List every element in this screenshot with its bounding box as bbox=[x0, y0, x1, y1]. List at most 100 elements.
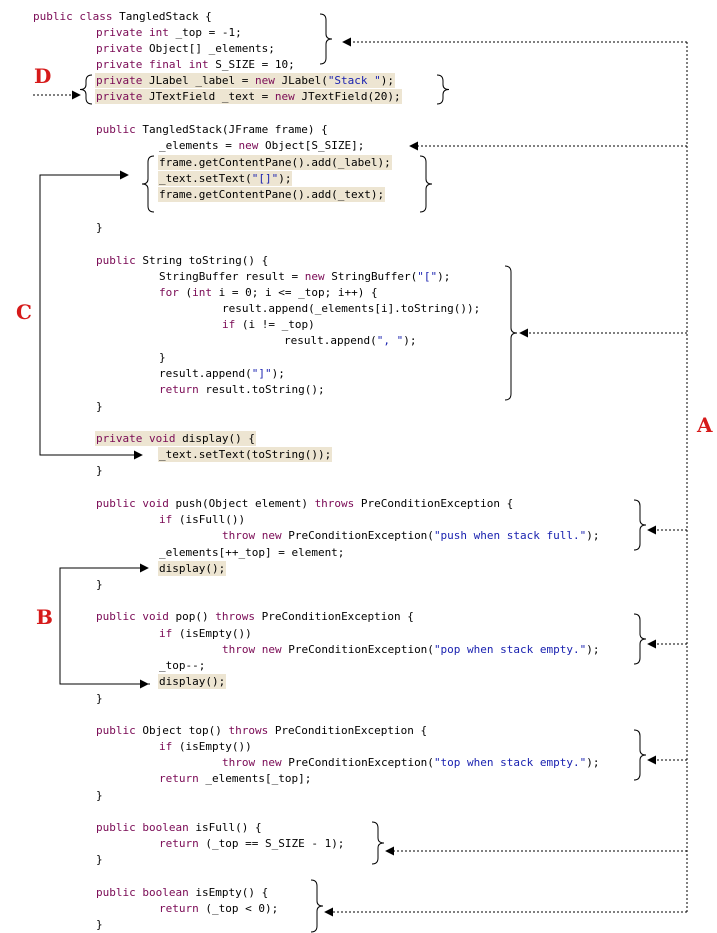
highlight-l30 bbox=[158, 561, 226, 576]
keyword-token: public boolean bbox=[96, 886, 196, 899]
code-line-l36: display(); bbox=[159, 675, 225, 689]
code-token: frame.getContentPane().add(_text); bbox=[159, 188, 385, 201]
code-token: _elements[++_top] = element; bbox=[159, 546, 345, 559]
code-line-l03: private Object[] _elements; bbox=[96, 42, 275, 56]
code-line-l14: StringBuffer result = new StringBuffer("… bbox=[159, 270, 450, 284]
code-line-l31: } bbox=[96, 578, 103, 592]
brace-d-right bbox=[436, 74, 450, 105]
label-d: D bbox=[34, 64, 52, 88]
code-token: push(Object element) bbox=[175, 497, 315, 510]
label-c: C bbox=[16, 300, 32, 324]
string-token: "Stack " bbox=[327, 74, 381, 87]
code-token: _elements[_top]; bbox=[205, 772, 312, 785]
connector-b-loop bbox=[59, 563, 150, 685]
code-token: PreConditionException( bbox=[288, 643, 434, 656]
code-token: TangledStack { bbox=[119, 10, 212, 23]
code-token: } bbox=[96, 578, 103, 591]
keyword-token: private void bbox=[96, 432, 183, 445]
keyword-token: public bbox=[96, 724, 143, 737]
code-token: i = 0; i <= _top; i++) { bbox=[218, 286, 378, 299]
code-token: result.append( bbox=[159, 367, 252, 380]
highlight-l23 bbox=[95, 431, 256, 446]
keyword-token: throw new bbox=[222, 529, 289, 542]
code-token: PreConditionException( bbox=[288, 529, 434, 542]
code-token: (isEmpty()) bbox=[178, 627, 252, 640]
code-token: isFull() { bbox=[195, 821, 262, 834]
code-line-l07: public TangledStack(JFrame frame) { bbox=[96, 123, 328, 137]
keyword-token: throws bbox=[228, 724, 275, 737]
keyword-token: throws bbox=[314, 497, 361, 510]
code-token: } bbox=[159, 351, 166, 364]
code-token: JTextField _text = bbox=[148, 90, 275, 103]
code-token: isEmpty() { bbox=[195, 886, 269, 899]
code-token: ); bbox=[403, 334, 417, 347]
highlight-l24 bbox=[158, 447, 332, 462]
keyword-token: if bbox=[222, 318, 242, 331]
code-token: _top = -1; bbox=[175, 26, 242, 39]
string-token: "[" bbox=[417, 270, 438, 283]
keyword-token: public bbox=[96, 123, 143, 136]
code-line-l44: return (_top == S_SIZE - 1); bbox=[159, 837, 344, 851]
keyword-token: private bbox=[96, 90, 149, 103]
code-line-l25: } bbox=[96, 464, 103, 478]
highlight-l05 bbox=[95, 73, 395, 88]
keyword-token: new bbox=[254, 74, 282, 87]
code-token: (isFull()) bbox=[178, 513, 246, 526]
highlight-l06 bbox=[95, 89, 402, 104]
keyword-token: return bbox=[159, 837, 206, 850]
code-line-l43: public boolean isFull() { bbox=[96, 821, 262, 835]
code-token: } bbox=[96, 400, 103, 413]
keyword-token: throw new bbox=[222, 643, 289, 656]
code-token: ); bbox=[586, 756, 600, 769]
brace-d-left bbox=[79, 74, 93, 105]
brace-pop-check bbox=[633, 613, 647, 665]
code-line-l46: public boolean isEmpty() { bbox=[96, 886, 268, 900]
keyword-token: if bbox=[159, 627, 179, 640]
code-line-l30: display(); bbox=[159, 562, 225, 576]
keyword-token: throws bbox=[215, 610, 262, 623]
connector-c-loop bbox=[39, 170, 142, 456]
code-token: result.append(_elements[i].toString()); bbox=[222, 302, 481, 315]
code-line-l33: if (isEmpty()) bbox=[159, 627, 252, 641]
brace-fields bbox=[319, 13, 333, 65]
code-token: } bbox=[96, 789, 103, 802]
code-token: TangledStack(JFrame frame) { bbox=[142, 123, 328, 136]
code-token: (i != _top) bbox=[241, 318, 315, 331]
code-line-l05: private JLabel _label = new JLabel("Stac… bbox=[96, 74, 394, 88]
code-token: display() { bbox=[182, 432, 255, 445]
code-token: ); bbox=[437, 270, 451, 283]
brace-group bbox=[79, 13, 647, 933]
code-token: PreConditionException( bbox=[288, 756, 434, 769]
code-line-l17: if (i != _top) bbox=[222, 318, 315, 332]
code-line-l01: public class TangledStack { bbox=[33, 10, 212, 24]
code-token: JLabel _label = bbox=[148, 74, 255, 87]
code-token: Object[] _elements; bbox=[148, 42, 275, 55]
keyword-token: return bbox=[159, 383, 206, 396]
code-line-l39: if (isEmpty()) bbox=[159, 740, 252, 754]
keyword-token: new bbox=[274, 90, 302, 103]
code-token: JLabel( bbox=[281, 74, 328, 87]
keyword-token: new bbox=[304, 270, 332, 283]
code-token: } bbox=[96, 464, 103, 477]
code-line-l34: throw new PreConditionException("pop whe… bbox=[222, 643, 600, 657]
brace-push-check bbox=[633, 499, 647, 551]
code-token: PreConditionException { bbox=[274, 724, 428, 737]
code-token: Object[S_SIZE]; bbox=[264, 139, 365, 152]
code-line-l40: throw new PreConditionException("top whe… bbox=[222, 756, 600, 770]
brace-top-check bbox=[633, 729, 647, 781]
highlight-l36 bbox=[158, 674, 226, 689]
string-token: "]" bbox=[251, 367, 272, 380]
code-token: display(); bbox=[159, 675, 226, 688]
keyword-token: new bbox=[238, 139, 265, 152]
brace-tostring-body bbox=[504, 265, 518, 401]
code-token: _text.setText(toString()); bbox=[159, 448, 332, 461]
code-line-l37: } bbox=[96, 692, 103, 706]
keyword-token: public bbox=[96, 254, 143, 267]
code-line-l27: if (isFull()) bbox=[159, 513, 245, 527]
code-line-l09: frame.getContentPane().add(_label); bbox=[159, 156, 391, 170]
code-token: pop() bbox=[175, 610, 216, 623]
string-token: "push when stack full." bbox=[433, 529, 587, 542]
code-token: (_top < 0); bbox=[205, 902, 279, 915]
code-token: ); bbox=[380, 74, 395, 87]
